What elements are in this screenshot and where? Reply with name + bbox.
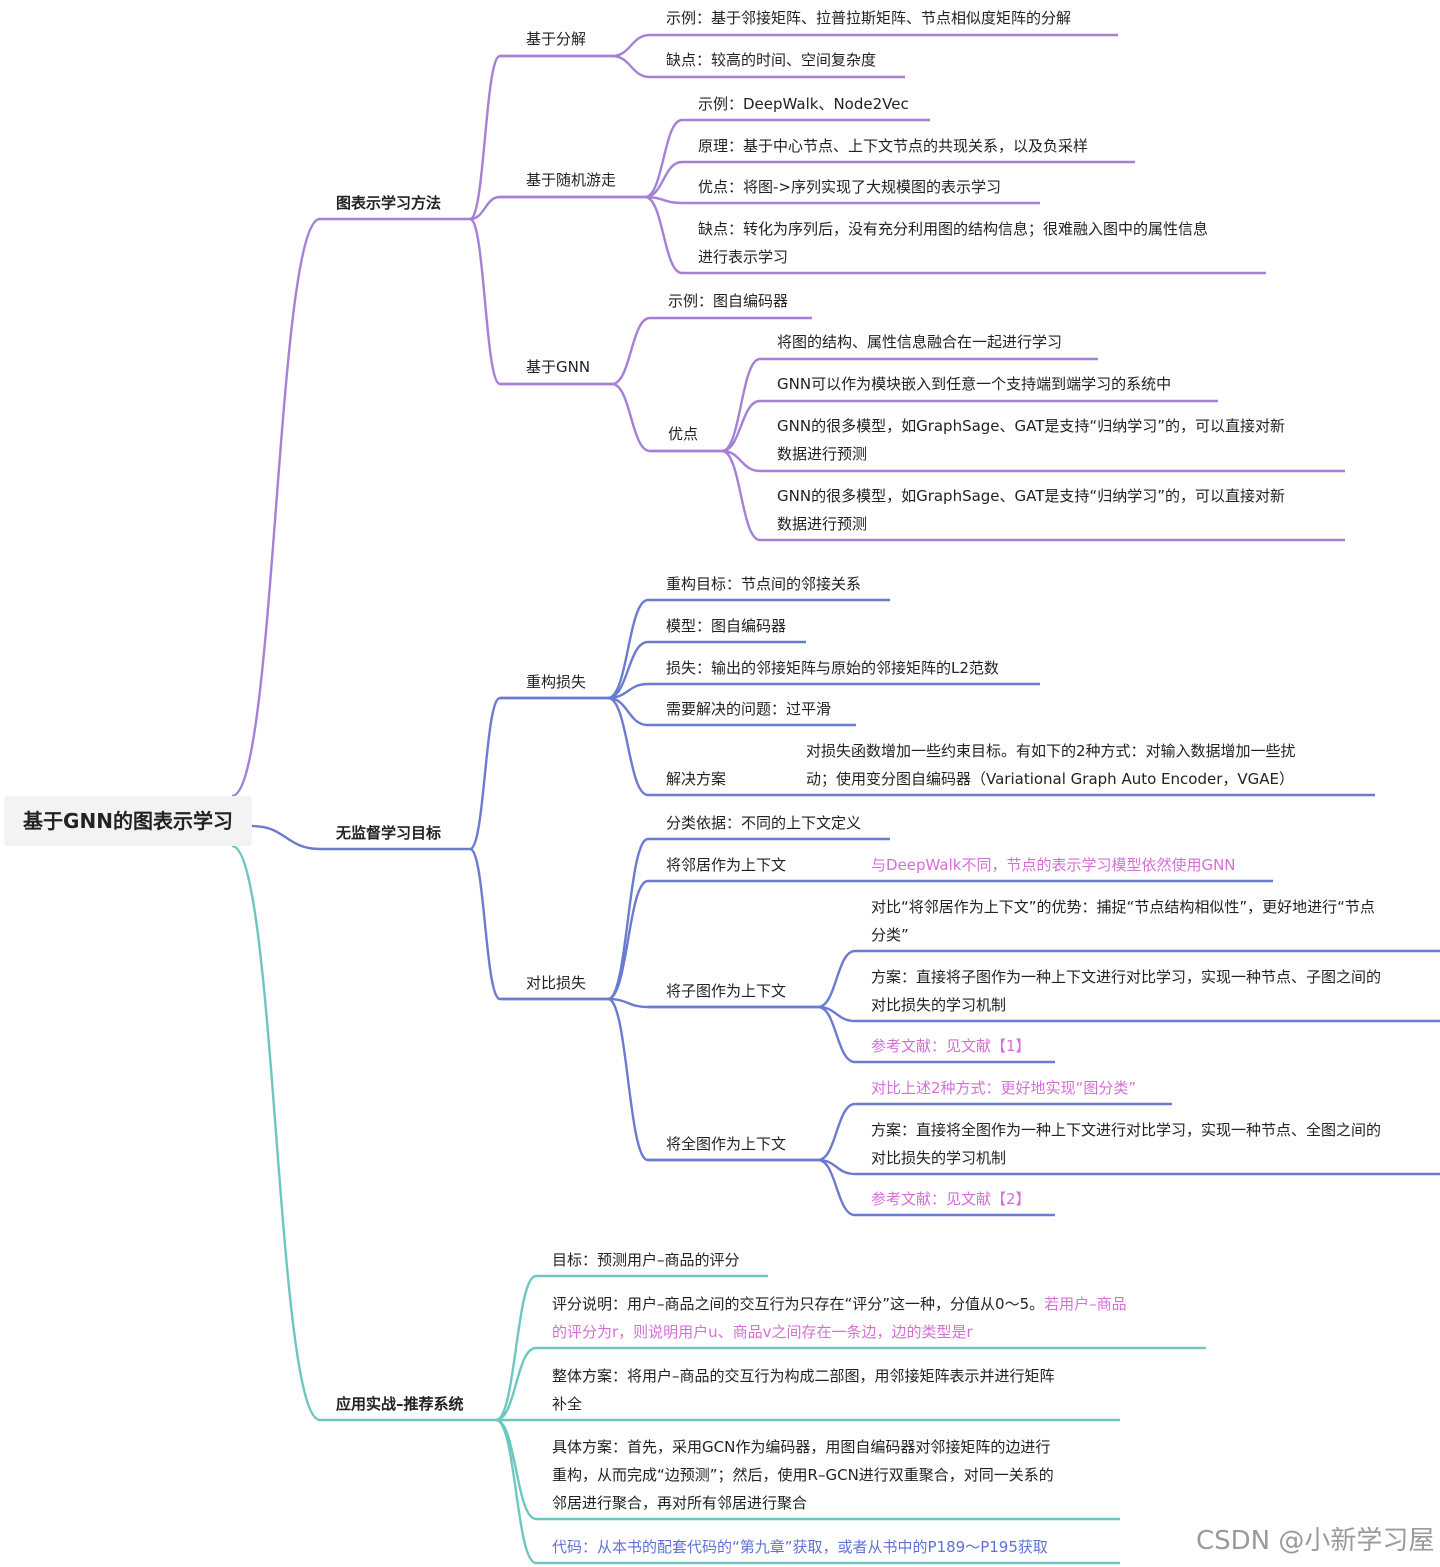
leaf-recon-model: 模型：图自编码器 bbox=[666, 617, 787, 635]
leaf-app-rating: 评分说明：用户–商品之间的交互行为只存在“评分”这一种，分值从0～5。若用户–商… bbox=[552, 1290, 1127, 1346]
leaf-gnn-adv-4: GNN的很多模型，如GraphSage、GAT是支持“归纳学习”的，可以直接对新… bbox=[777, 487, 1285, 533]
connector bbox=[644, 160, 683, 199]
connector bbox=[607, 997, 649, 1162]
leaf-subgraph-ref[interactable]: 参考文献：见文献【1】 bbox=[871, 1037, 1031, 1055]
node-gnn[interactable]: 基于GNN bbox=[526, 358, 591, 376]
leaf-neighbor-note: 与DeepWalk不同，节点的表示学习模型依然使用GNN bbox=[871, 856, 1236, 874]
connector bbox=[611, 54, 651, 79]
connector-root-app bbox=[231, 844, 321, 1422]
connector bbox=[817, 1005, 856, 1064]
node-gnn-advantages[interactable]: 优点 bbox=[668, 425, 699, 443]
connector bbox=[644, 195, 683, 275]
connector bbox=[611, 316, 651, 386]
leaf-walk-drawback: 缺点：转化为序列后，没有充分利用图的结构信息；很难融入图中的属性信息 进行表示学… bbox=[698, 220, 1209, 266]
connector bbox=[611, 33, 651, 58]
leaf-contrast-basis: 分类依据：不同的上下文定义 bbox=[666, 814, 862, 832]
watermark: CSDN @小新学习屋 bbox=[1196, 1526, 1435, 1556]
leaf-recon-solution-text: 对损失函数增加一些约束目标。有如下的2种方式：对输入数据增加一些扰 动；使用变分… bbox=[806, 742, 1296, 788]
connector bbox=[468, 217, 502, 386]
connector bbox=[495, 1418, 537, 1521]
leaf-subgraph-advantage: 对比“将邻居作为上下文”的优势：捕捉“节点结构相似性”，更好地进行“节点 分类” bbox=[871, 898, 1375, 944]
leaf-app-code[interactable]: 代码：从本书的配套代码的“第九章”获取，或者从书中的P189～P195获取 bbox=[552, 1538, 1048, 1556]
leaf-app-goal: 目标：预测用户–商品的评分 bbox=[552, 1251, 740, 1269]
branch-application[interactable]: 应用实战–推荐系统 bbox=[336, 1395, 464, 1413]
connector bbox=[817, 1102, 856, 1162]
connector bbox=[607, 997, 649, 1009]
leaf-decomp-example: 示例：基于邻接矩阵、拉普拉斯矩阵、节点相似度矩阵的分解 bbox=[666, 9, 1072, 27]
connector bbox=[469, 195, 501, 221]
connector bbox=[495, 1418, 537, 1565]
leaf-graph-scheme: 方案：直接将全图作为一种上下文进行对比学习，实现一种节点、全图之间的 对比损失的… bbox=[871, 1121, 1382, 1167]
leaf-walk-advantage: 优点：将图->序列实现了大规模图的表示学习 bbox=[698, 178, 1001, 196]
connector bbox=[468, 54, 502, 221]
leaf-recon-loss: 损失：输出的邻接矩阵与原始的邻接矩阵的L2范数 bbox=[666, 659, 999, 677]
node-decomposition[interactable]: 基于分解 bbox=[526, 30, 587, 48]
leaf-walk-example: 示例：DeepWalk、Node2Vec bbox=[698, 95, 909, 113]
node-random-walk[interactable]: 基于随机游走 bbox=[526, 171, 617, 189]
connector bbox=[607, 879, 649, 1001]
branch-unsupervised[interactable]: 无监督学习目标 bbox=[336, 824, 442, 842]
node-recon-solution[interactable]: 解决方案 bbox=[666, 770, 727, 788]
rating-text: 评分说明：用户–商品之间的交互行为只存在“评分”这一种，分值从0～5。 bbox=[552, 1295, 1045, 1313]
leaf-gnn-example: 示例：图自编码器 bbox=[668, 292, 789, 310]
node-subgraph-context[interactable]: 将子图作为上下文 bbox=[666, 982, 787, 1000]
connector bbox=[495, 1274, 537, 1422]
leaf-gnn-adv-1: 将图的结构、属性信息融合在一起进行学习 bbox=[777, 333, 1063, 351]
connector-root-unsup bbox=[251, 824, 321, 851]
leaf-walk-principle: 原理：基于中心节点、上下文节点的共现关系，以及负采样 bbox=[698, 137, 1089, 155]
connector bbox=[644, 118, 683, 199]
leaf-recon-problem: 需要解决的问题：过平滑 bbox=[666, 700, 832, 718]
connector bbox=[721, 399, 761, 453]
connector bbox=[469, 696, 501, 851]
connector bbox=[611, 382, 651, 453]
leaf-app-overall: 整体方案：将用户–商品的交互行为构成二部图，用邻接矩阵表示并进行矩阵 补全 bbox=[552, 1367, 1055, 1413]
node-contrastive-loss[interactable]: 对比损失 bbox=[526, 974, 587, 992]
connector bbox=[469, 847, 501, 1001]
leaf-app-detail: 具体方案：首先，采用GCN作为编码器，用图自编码器对邻接矩阵的边进行 重构，从而… bbox=[552, 1438, 1054, 1512]
leaf-gnn-adv-2: GNN可以作为模块嵌入到任意一个支持端到端学习的系统中 bbox=[777, 375, 1172, 393]
connector bbox=[721, 357, 761, 453]
leaf-recon-target: 重构目标：节点间的邻接关系 bbox=[666, 575, 862, 593]
connector bbox=[817, 1158, 856, 1217]
leaf-graph-ref[interactable]: 参考文献：见文献【2】 bbox=[871, 1190, 1031, 1208]
leaf-gnn-adv-3: GNN的很多模型，如GraphSage、GAT是支持“归纳学习”的，可以直接对新… bbox=[777, 417, 1285, 463]
node-reconstruction-loss[interactable]: 重构损失 bbox=[526, 673, 587, 691]
leaf-decomp-drawback: 缺点：较高的时间、空间复杂度 bbox=[666, 51, 877, 69]
connector bbox=[721, 449, 761, 542]
connector bbox=[495, 1346, 537, 1422]
rating-text-highlight-2: 的评分为r，则说明用户u、商品v之间存在一条边，边的类型是r bbox=[552, 1323, 973, 1341]
connector bbox=[817, 949, 856, 1009]
branch-method[interactable]: 图表示学习方法 bbox=[336, 194, 442, 212]
connector bbox=[607, 598, 649, 700]
leaf-subgraph-scheme: 方案：直接将子图作为一种上下文进行对比学习，实现一种节点、子图之间的 对比损失的… bbox=[871, 968, 1382, 1014]
leaf-graph-note: 对比上述2种方式：更好地实现“图分类” bbox=[871, 1079, 1137, 1097]
root-node[interactable]: 基于GNN的图表示学习 bbox=[4, 796, 252, 846]
connector bbox=[607, 696, 649, 797]
connector bbox=[607, 837, 649, 1001]
rating-text-highlight-1: 若用户–商品 bbox=[1044, 1295, 1127, 1313]
node-neighbor-context[interactable]: 将邻居作为上下文 bbox=[666, 856, 787, 874]
node-graph-context[interactable]: 将全图作为上下文 bbox=[666, 1135, 787, 1153]
connector-root-method bbox=[231, 217, 321, 798]
